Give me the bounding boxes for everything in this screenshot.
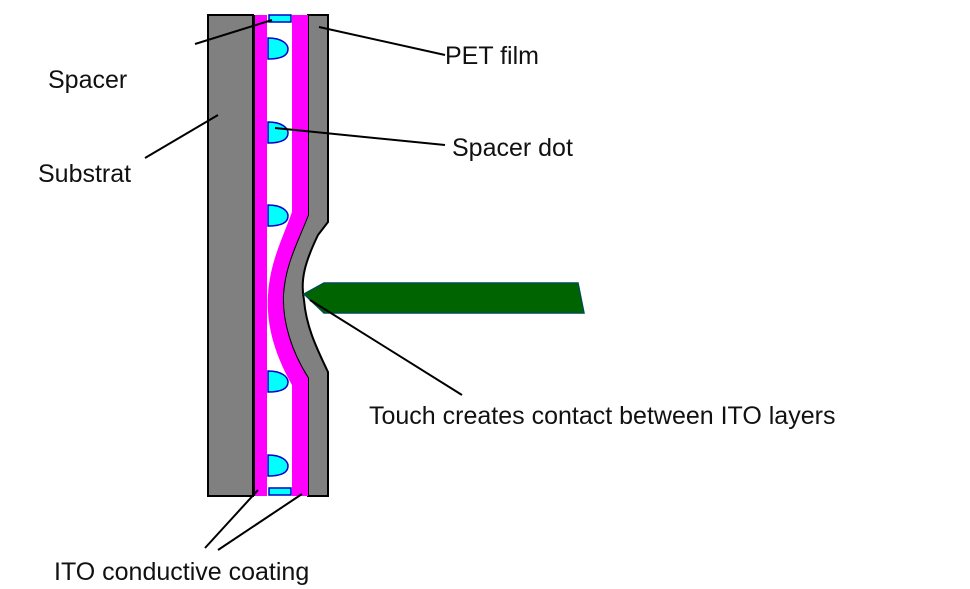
spacer-dots (267, 37, 289, 477)
spacer-dot (267, 454, 289, 477)
ito-layer-left (254, 15, 267, 496)
substrate (207, 14, 254, 497)
leader-spacer-dot (274, 127, 446, 146)
spacer-dot (267, 370, 289, 393)
spacer-dot (267, 37, 289, 60)
leader-spacer (194, 19, 273, 45)
pet-film (281, 14, 329, 497)
spacer-dot (267, 204, 289, 227)
leader-touch (309, 299, 463, 396)
label-touch: Touch creates contact between ITO layers (369, 402, 835, 430)
spacer-top (268, 14, 292, 23)
label-substrat: Substrat (38, 160, 131, 188)
label-ito: ITO conductive coating (54, 558, 309, 586)
label-spacer-dot: Spacer dot (452, 134, 573, 162)
leader-ito-right (217, 493, 303, 551)
leader-ito-left (204, 489, 259, 549)
spacer-bottom (268, 487, 292, 496)
ito-layer-right (267, 15, 308, 496)
label-pet-film: PET film (445, 42, 539, 70)
spacer-dot (267, 121, 289, 144)
leader-pet (318, 26, 446, 56)
leader-substrat (144, 114, 219, 159)
leader-lines (144, 19, 463, 551)
label-spacer: Spacer (48, 66, 127, 94)
stylus (302, 282, 585, 314)
